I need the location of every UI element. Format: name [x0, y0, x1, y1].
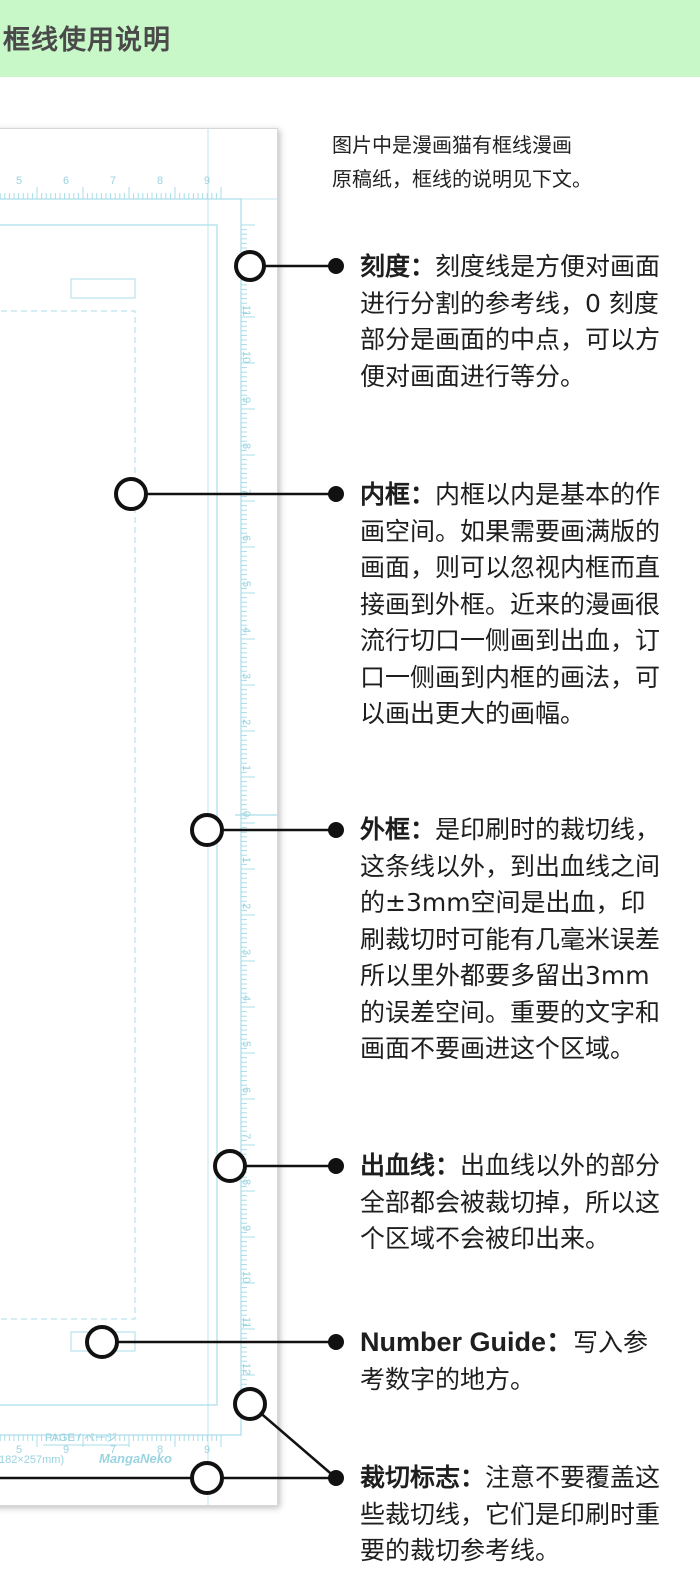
callout-line: 些裁切线，它们是印刷时重	[360, 1499, 661, 1529]
ruler-number: 6	[240, 535, 252, 541]
ruler-number: 5	[16, 1444, 22, 1456]
page-label: PAGE / ページ	[45, 1432, 117, 1444]
callout-term: 出血线：	[360, 1151, 461, 1180]
callout-line: 是印刷时的裁切线，	[435, 815, 661, 844]
callout-line: 全部都会被裁切掉，所以这	[360, 1187, 661, 1217]
ruler-number: 4	[240, 627, 252, 633]
callout-line: 内框以内是基本的作	[435, 480, 661, 509]
callout-line: 写入参	[573, 1328, 649, 1357]
ruler-number: 7	[110, 175, 116, 187]
ruler-number: 6	[63, 175, 69, 187]
marker-outer-frame	[190, 813, 224, 847]
marker-crop-mark-top	[233, 1387, 267, 1421]
callout-line: 要的裁切参考线。	[360, 1536, 561, 1565]
callout-line: 画空间。如果需要画满版的	[360, 516, 661, 546]
callout-term: 裁切标志：	[360, 1463, 486, 1492]
callout-line: 部分是画面的中点，可以方	[360, 325, 661, 354]
ruler-number: 8	[240, 443, 252, 449]
ruler-number: 5	[16, 175, 22, 187]
callout-term: 刻度：	[360, 252, 436, 281]
callout-line: 画面不要画进这个区域。	[360, 1034, 636, 1063]
callout-line: 注意不要覆盖这	[485, 1463, 661, 1492]
marker-crop-mark-bottom	[190, 1461, 224, 1495]
marker-number-guide	[85, 1325, 119, 1359]
ruler-number: 9	[204, 175, 210, 187]
callout-term: Number Guide：	[360, 1327, 574, 1357]
callout-line: 刷裁切时可能有几毫米误差	[360, 924, 661, 954]
callout-crop-marks: 裁切标志：注意不要覆盖这 些裁切线，它们是印刷时重 要的裁切参考线。	[360, 1460, 700, 1570]
ruler-number: 11	[240, 305, 252, 316]
intro-text: 图片中是漫画猫有框线漫画 原稿纸，框线的说明见下文。	[332, 128, 672, 196]
ruler-number: 9	[63, 1444, 69, 1456]
callout-number-guide: Number Guide：写入参 考数字的地方。	[360, 1324, 700, 1398]
ruler-number: 11	[240, 1317, 252, 1328]
inner-frame	[0, 310, 136, 1320]
ruler-number: 0	[240, 811, 252, 817]
callout-line: 进行分割的参考线，0 刻度	[360, 288, 659, 318]
marker-bleed-line	[213, 1149, 247, 1183]
intro-line: 原稿纸，框线的说明见下文。	[332, 167, 592, 191]
callout-line: 画面，则可以忽视内框而直	[360, 553, 661, 582]
ruler-number: 2	[240, 719, 252, 725]
callout-line: 以画出更大的画幅。	[360, 699, 586, 728]
ruler-number: 9	[240, 1225, 252, 1231]
callout-line: 的误差空间。重要的文字和	[360, 997, 661, 1027]
callout-line: 的±3mm空间是出血，印	[360, 888, 646, 917]
ruler-number: 10	[240, 351, 252, 363]
ruler-number: 9	[240, 397, 252, 403]
callout-line: 所以里外都要多留出3mm	[360, 961, 650, 990]
ruler-number: 4	[240, 995, 252, 1001]
ruler-number: 5	[240, 1041, 252, 1047]
ruler-number: 5	[240, 581, 252, 587]
bleed-line	[0, 198, 242, 1436]
callout-bleed-line: 出血线：出血线以外的部分 全部都会被裁切掉，所以这 个区域不会被印出来。	[360, 1148, 700, 1258]
brand-label: MangaNeko	[99, 1451, 172, 1466]
outer-frame	[0, 224, 218, 1406]
ruler-number: 7	[240, 1133, 252, 1139]
ruler-number: 8	[240, 1179, 252, 1185]
callout-line: 便对画面进行等分。	[360, 361, 586, 391]
marker-inner-frame	[114, 477, 148, 511]
ruler-number: 3	[240, 949, 252, 955]
footer-size-label: 182×257mm)	[0, 1454, 64, 1466]
ruler-number: 1	[240, 765, 252, 771]
callout-line: 流行切口一侧画到出血，订	[360, 626, 661, 655]
ruler-number: 10	[240, 1271, 252, 1283]
callout-line: 这条线以外，到出血线之间	[360, 851, 661, 881]
callout-ruler: 刻度：刻度线是方便对画面 进行分割的参考线，0 刻度 部分是画面的中点，可以方 …	[360, 249, 700, 395]
ruler-number: 8	[157, 1444, 163, 1456]
callout-term: 外框：	[360, 815, 436, 844]
header-bar: 框线使用说明	[0, 0, 700, 77]
ruler-number: 6	[240, 1087, 252, 1093]
callout-term: 内框：	[360, 480, 436, 509]
ruler-number: 2	[240, 903, 252, 909]
callout-outer-frame: 外框：是印刷时的裁切线， 这条线以外，到出血线之间 的±3mm空间是出血，印 刷…	[360, 812, 700, 1068]
callout-inner-frame: 内框：内框以内是基本的作 画空间。如果需要画满版的 画面，则可以忽视内框而直 接…	[360, 477, 700, 733]
intro-line: 图片中是漫画猫有框线漫画	[332, 133, 572, 157]
callout-line: 出血线以外的部分	[460, 1151, 661, 1180]
marker-ruler	[234, 250, 266, 282]
ruler-number: 12	[240, 1363, 252, 1375]
ruler-number: 7	[110, 1444, 116, 1456]
ruler-number: 9	[204, 1444, 210, 1456]
ruler-number: 3	[240, 673, 252, 679]
callout-line: 个区域不会被印出来。	[360, 1224, 611, 1253]
callout-line: 口一侧画到内框的画法，可	[360, 662, 661, 692]
page-title: 框线使用说明	[3, 25, 171, 56]
callout-line: 接画到外框。近来的漫画很	[360, 589, 661, 619]
ruler-number: 8	[157, 175, 163, 187]
callout-line: 刻度线是方便对画面	[435, 252, 661, 281]
ruler-number: 1	[240, 857, 252, 863]
ruler-number: 7	[240, 489, 252, 495]
callout-line: 考数字的地方。	[360, 1364, 536, 1394]
number-box-top	[70, 278, 136, 299]
